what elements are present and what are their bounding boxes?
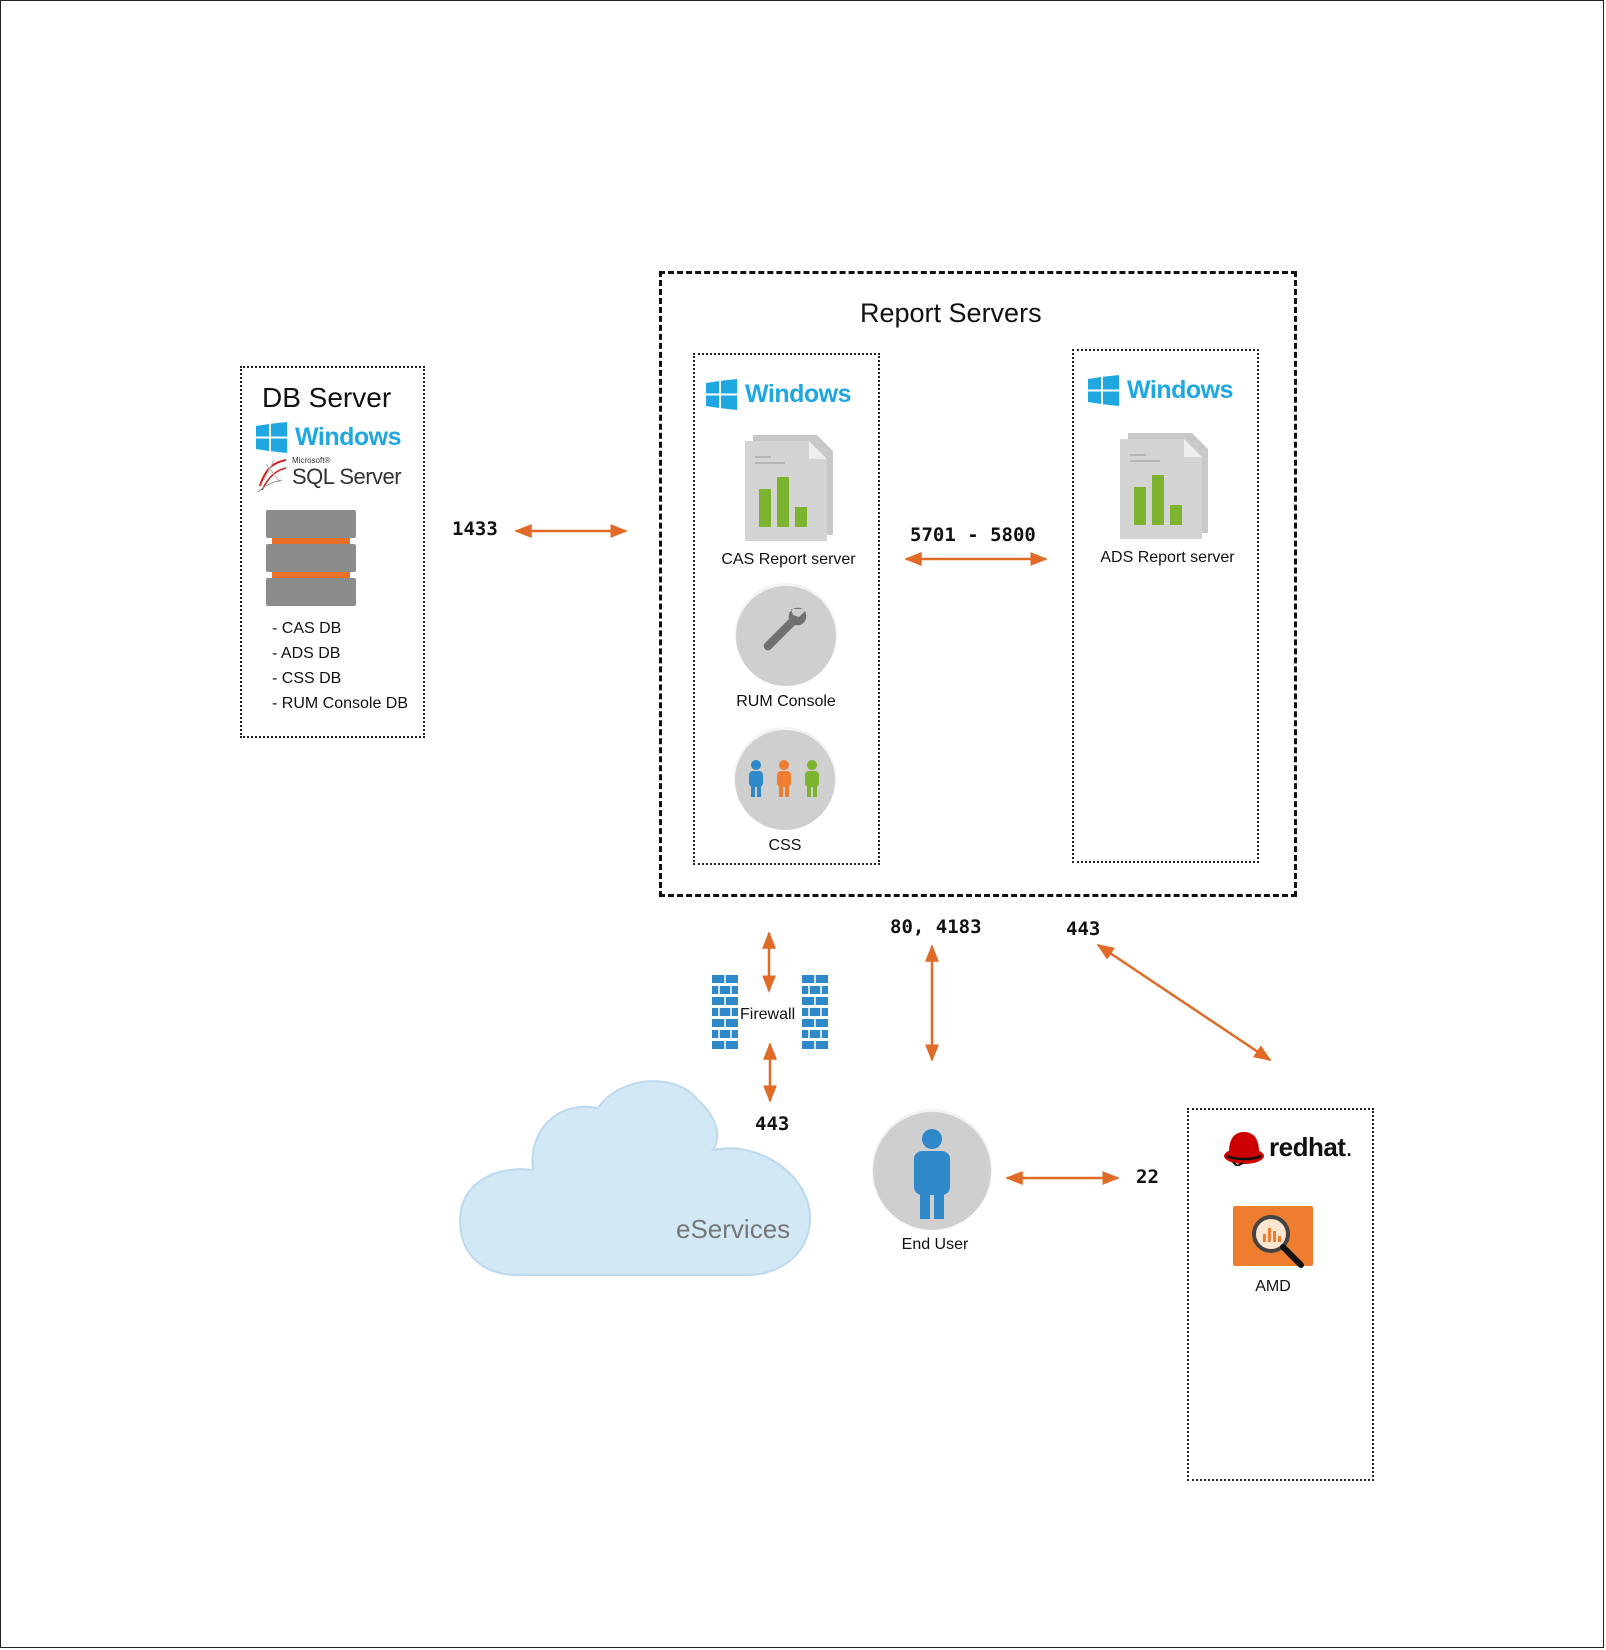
rum-console-icon — [735, 583, 837, 686]
amd-icon — [1233, 1206, 1313, 1268]
database-item: - ADS DB — [272, 645, 341, 662]
cas-server-box: Windows CAS Report server RUM Console CS… — [693, 353, 880, 865]
eservices-cloud-icon — [458, 1080, 812, 1276]
database-item: - CSS DB — [272, 670, 342, 687]
end-user-icon — [872, 1109, 992, 1230]
windows-icon — [1088, 375, 1119, 406]
port-report-redhat: 443 — [1066, 918, 1101, 940]
ads-windows-logo: Windows — [1088, 375, 1234, 406]
database-stack-icon — [266, 510, 356, 606]
port-firewall-eservices: 443 — [755, 1113, 790, 1135]
database-list: - CAS DB - ADS DB - CSS DB - RUM Console… — [272, 616, 408, 716]
firewall-right-icon — [802, 975, 828, 1049]
report-servers-title: Report Servers — [860, 298, 1042, 328]
css-label: CSS — [768, 837, 802, 854]
redhat-brand: redhat — [1269, 1132, 1346, 1162]
eservices-label: eServices — [676, 1214, 791, 1244]
windows-icon — [706, 379, 737, 410]
db-windows-label: Windows — [295, 423, 402, 451]
db-windows-logo: Windows — [256, 422, 402, 453]
database-item: - RUM Console DB — [272, 695, 409, 712]
report-document-icon — [1120, 433, 1208, 539]
end-user-label: End User — [901, 1236, 969, 1253]
ads-server-box: Windows ADS Report server — [1072, 349, 1259, 863]
redhat-logo-icon — [1224, 1132, 1264, 1166]
port-cas-ads: 5701 - 5800 — [910, 524, 1036, 546]
firewall-label: Firewall — [740, 1006, 796, 1023]
sql-microsoft-label: Microsoft® — [292, 456, 331, 465]
port-db-report: 1433 — [452, 518, 498, 540]
rum-console-label: RUM Console — [736, 693, 836, 710]
sql-server-logo: Microsoft® SQL Server — [256, 456, 406, 496]
windows-icon — [256, 422, 287, 453]
cas-windows-label: Windows — [745, 380, 852, 408]
arrow-report-redhat — [1096, 943, 1272, 1062]
redhat-server-box: redhat. AMD — [1187, 1108, 1374, 1481]
port-report-user: 80, 4183 — [890, 916, 982, 938]
firewall-left-icon — [712, 975, 738, 1049]
sql-server-icon — [257, 459, 287, 492]
amd-label: AMD — [1255, 1278, 1291, 1295]
redhat-logo-text: redhat. — [1269, 1132, 1353, 1163]
redhat-brand-suffix: . — [1345, 1132, 1353, 1162]
report-servers-group: Report Servers — [659, 271, 1297, 897]
cas-windows-logo: Windows — [706, 379, 852, 410]
port-user-redhat: 22 — [1136, 1166, 1159, 1188]
cas-report-server-label: CAS Report server — [721, 551, 856, 568]
sql-server-label: SQL Server — [292, 464, 402, 489]
db-server-title: DB Server — [262, 382, 392, 413]
ads-windows-label: Windows — [1127, 376, 1234, 404]
css-users-icon — [734, 727, 836, 830]
ads-report-server-label: ADS Report server — [1100, 549, 1235, 566]
report-document-icon — [745, 435, 833, 541]
database-item: - CAS DB — [272, 620, 342, 637]
db-server-box: DB Server Windows Microsoft® SQL Server … — [240, 366, 425, 738]
